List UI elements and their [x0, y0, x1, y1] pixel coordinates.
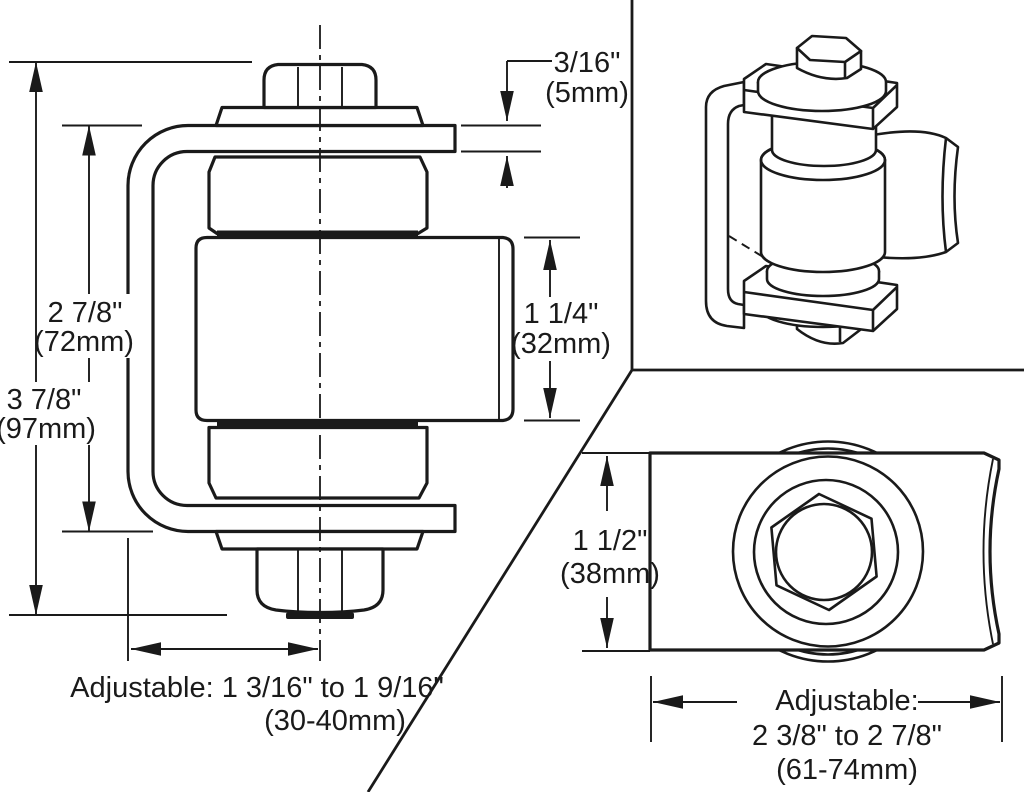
label-overall-height-in: 3 7/8": [7, 384, 82, 416]
front-lower-seal: [217, 420, 418, 428]
front-lower-bushing: [207, 425, 429, 500]
persp-bolt-top-face: [795, 34, 863, 64]
persp-gate-tab-fold: [941, 137, 948, 253]
top-washer-circle: [731, 455, 925, 648]
label-adjustable-front-mm: (30-40mm): [264, 705, 406, 737]
label-adjustable-top-word: Adjustable:: [775, 685, 919, 717]
front-bolt-facets: [297, 67, 343, 107]
top-view: [648, 440, 1001, 663]
persp-gate-tab: [866, 130, 960, 260]
label-channel-width-mm: (38mm): [560, 558, 660, 590]
front-barrel: [194, 235, 515, 423]
front-upper-seal: [217, 230, 418, 238]
label-overall-height-mm: (97mm): [0, 413, 96, 445]
label-adjustable-top-in: 2 3/8" to 2 7/8": [752, 720, 942, 752]
front-nut-facets: [297, 549, 343, 611]
view-separators: [366, 0, 1024, 792]
label-channel-width-in: 1 1/2": [573, 525, 648, 557]
front-view: [126, 25, 515, 661]
label-tab-thickness-mm: (5mm): [545, 77, 629, 109]
persp-hidden-edge: [728, 235, 774, 264]
label-adjustable-top-mm: (61-74mm): [776, 754, 918, 786]
label-body-height-mm: (32mm): [511, 328, 611, 360]
front-upper-bushing: [207, 155, 429, 236]
top-bolt-shank-circle: [774, 502, 874, 602]
top-plate-outline: [648, 451, 1001, 652]
persp-bottom-arm-edges: [743, 286, 898, 331]
top-plate-edge-inner: [982, 458, 994, 645]
label-bracket-height-in: 2 7/8": [48, 297, 123, 329]
persp-top-washer-side: [756, 82, 888, 113]
perspective-view: [704, 34, 960, 345]
dimension-lines: [9, 60, 1003, 742]
label-body-height-in: 1 1/4": [524, 298, 599, 330]
top-bolt-hexagon: [770, 492, 878, 612]
label-tab-thickness-in: 3/16": [554, 47, 621, 79]
diagonal-separator: [366, 369, 634, 792]
persp-lower-disc-side: [765, 271, 881, 298]
label-mask-bracket: [40, 294, 132, 358]
front-bracket-outline: [126, 123, 457, 534]
label-adjustable-front-in: Adjustable: 1 3/16" to 1 9/16": [70, 672, 444, 704]
top-bushing-circle: [752, 478, 900, 626]
label-bracket-height-mm: (72mm): [34, 326, 134, 358]
dimension-labels: 2 7/8" (72mm) 3 7/8" (97mm) 3/16" (5mm) …: [0, 47, 942, 786]
label-mask-overall: [2, 382, 120, 445]
